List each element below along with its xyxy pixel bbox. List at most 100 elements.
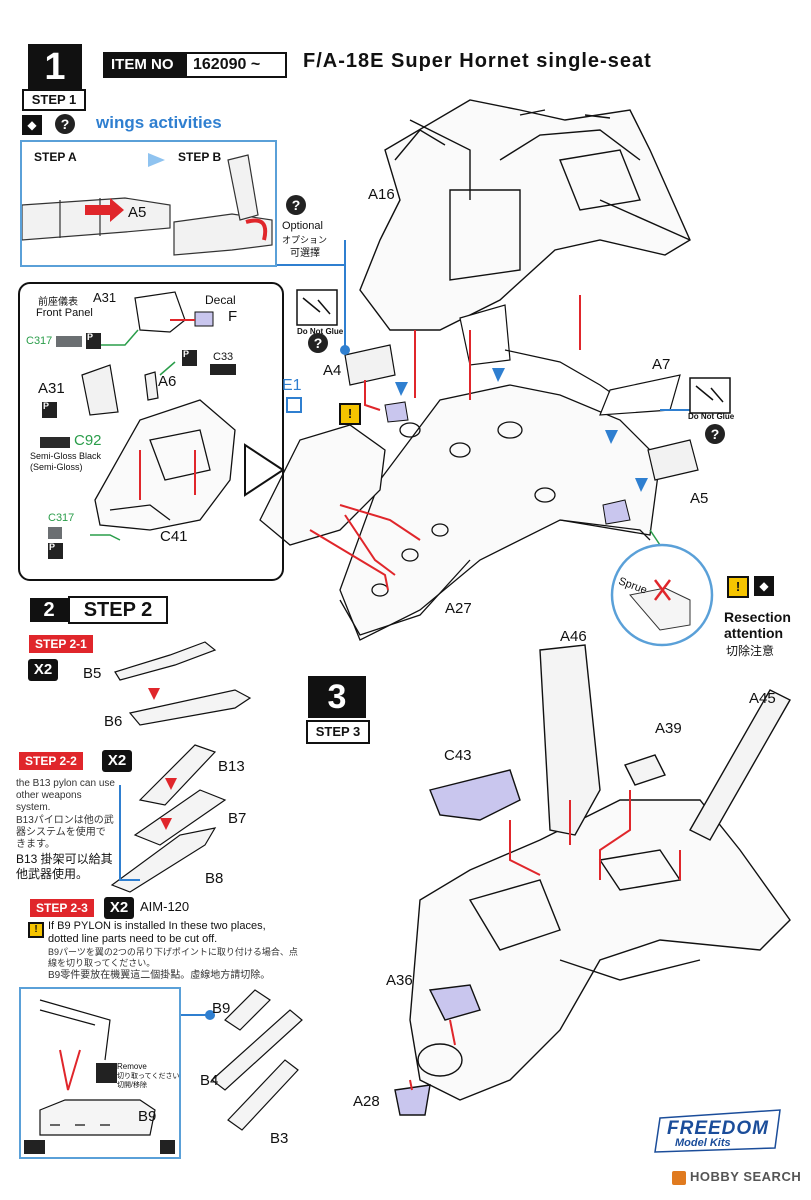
front-panel-cjk: 前座儀表 (38, 297, 78, 308)
paint-icon-1: P (86, 333, 101, 349)
step3-number: 3 (327, 678, 347, 716)
part-label-c43: C43 (444, 747, 472, 764)
item-no-value: 162090 ~ (187, 54, 267, 76)
question-icon-2: ? (308, 333, 328, 353)
part-label-a6: A6 (158, 373, 177, 390)
part-label-b4: B4 (200, 1072, 219, 1089)
b9-note-cn: B9零件要放在機翼這二個掛點。虛線地方請切除。 (48, 970, 271, 981)
warning-icon-2: ! (727, 576, 749, 598)
part-label-a4: A4 (323, 362, 342, 379)
paint-icon-4: P (48, 543, 63, 559)
step-number-badge: 1 (28, 44, 82, 90)
item-no-bar: ITEM NO 162090 ~ (103, 52, 287, 78)
step2-1-qty: X2 (28, 659, 58, 681)
part-label-b6: B6 (104, 713, 123, 730)
resection-cjk: 切除注意 (726, 644, 775, 658)
optional-cn: 可選擇 (290, 248, 320, 259)
c317-bottom-label: C317 (48, 512, 75, 524)
b13-note-jp: B13パイロンは他の武器システムを使用できます。 (16, 815, 114, 850)
b9-note-jp: B9パーツを翼の2つの吊り下げポイントに取り付ける場合、点線を切り取ってください… (48, 947, 298, 968)
wing-step-illustration (21, 154, 273, 256)
c317-top-label: C317 (26, 335, 53, 347)
step2-number: 2 (43, 599, 55, 621)
step2-2-tag: STEP 2-2 (19, 752, 83, 770)
do-not-glue-1: Do Not Glue (297, 327, 344, 336)
front-panel-en: Front Panel (36, 307, 93, 319)
part-label-b5: B5 (83, 665, 102, 682)
part-label-b7: B7 (228, 810, 247, 827)
decal-part: F (228, 308, 238, 325)
diamond-arrows-icon-2: ◆ (754, 576, 774, 596)
cut-icon (96, 1063, 117, 1083)
semi-gloss-text-1: Semi-Gloss Black (30, 451, 102, 461)
part-label-b9-right: B9 (212, 1000, 231, 1017)
step-number: 1 (44, 46, 66, 88)
optional-question-icon: ? (286, 195, 306, 215)
no-glue-icon-2 (689, 377, 731, 414)
step3-number-badge: 3 (308, 676, 366, 718)
do-not-glue-2: Do Not Glue (688, 412, 735, 421)
b9-note-en: If B9 PYLON is installed In these two pl… (48, 920, 266, 945)
c92-chip (40, 437, 70, 448)
cut-icon-3 (160, 1140, 175, 1154)
cockpit-tub-main-art (259, 424, 386, 546)
part-label-a5-right: A5 (690, 490, 709, 507)
optional-en: Optional (282, 220, 323, 232)
part-label-b3: B3 (270, 1130, 289, 1147)
b13-note-cn: B13 掛架可以給其他武器使用。 (16, 852, 113, 881)
part-label-a28: A28 (353, 1093, 380, 1110)
brand-logo-art (654, 1109, 781, 1153)
remove-en: Remove (117, 1062, 147, 1071)
step-a-label: STEP A (34, 150, 77, 164)
part-label-a5-wing: A5 (128, 204, 147, 221)
step1-label: STEP 1 (22, 89, 86, 111)
part-label-c41: C41 (160, 528, 188, 545)
resection-text-2: attention (724, 625, 784, 641)
step2-label: STEP 2 (68, 596, 168, 624)
guide-arrows-blue (340, 345, 648, 492)
c33-chip (210, 364, 236, 375)
paint-icon-3: P (42, 402, 57, 418)
guide-lines-blue (275, 240, 690, 411)
missile-arrows (148, 688, 177, 830)
step2-number-badge: 2 (30, 598, 68, 622)
watermark-logo-icon (672, 1171, 686, 1185)
step-b-label: STEP B (178, 150, 222, 164)
part-label-a27: A27 (445, 600, 472, 617)
part-label-e1: E1 (282, 377, 302, 394)
optional-jp: オプション (282, 235, 328, 245)
guide-lines-red (139, 295, 581, 591)
question-icon-3: ? (705, 424, 725, 444)
missile-parts-art (110, 641, 303, 1131)
warning-icon-3: ! (28, 922, 44, 938)
cockpit-callout (18, 282, 284, 581)
c33-label: C33 (213, 351, 234, 363)
paint-icon-2: P (182, 350, 197, 366)
item-no-label: ITEM NO (105, 54, 187, 76)
part-label-b9-left: B9 (138, 1108, 157, 1125)
part-label-a39: A39 (655, 720, 682, 737)
c92-label: C92 (74, 432, 102, 449)
step2-3-tag: STEP 2-3 (30, 899, 94, 917)
step2-1-tag: STEP 2-1 (29, 635, 93, 653)
part-label-b13: B13 (218, 758, 245, 775)
part-label-a31-left: A31 (38, 380, 65, 397)
front-panel-part: A31 (93, 290, 117, 305)
step2-lines-blue (119, 785, 215, 1020)
warning-icon-1: ! (339, 403, 361, 425)
resection-text-1: Resection (724, 609, 791, 625)
part-label-a46: A46 (560, 628, 587, 645)
part-label-a7: A7 (652, 356, 671, 373)
remove-jp: 切り取ってください (117, 1073, 180, 1080)
step-arrows-red (85, 198, 124, 222)
diamond-arrows-icon: ◆ (22, 115, 42, 135)
part-label-a36: A36 (386, 972, 413, 989)
guide-lines-green (90, 329, 661, 546)
step3-assembly-art (394, 644, 791, 1116)
upper-fuselage-art (359, 99, 691, 331)
b13-note-en: the B13 pylon can use other weapons syst… (16, 778, 115, 813)
watermark-text: HOBBY SEARCH (690, 1169, 802, 1184)
part-label-a16: A16 (368, 186, 395, 203)
c317-bottom-chip (48, 527, 62, 539)
